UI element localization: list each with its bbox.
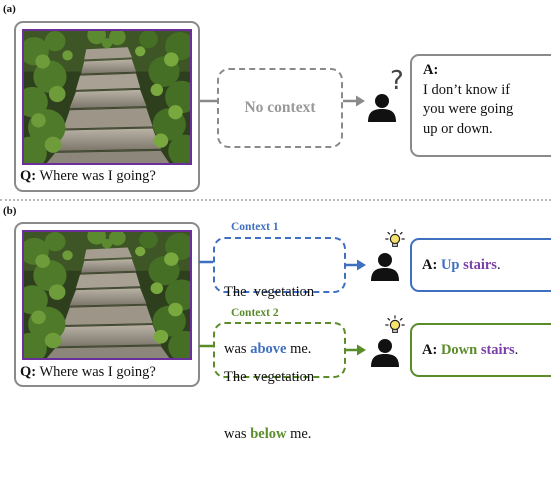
person-icon-b2 [370,338,400,368]
context-1-line-2: was above me. [224,341,312,357]
lightbulb-icon [385,315,405,335]
no-context-box: No context [217,68,343,148]
context-1-box: The vegetation was above me. [213,237,346,357]
answer-line-2: you were going [423,101,514,117]
arrow-context-1 [346,259,366,271]
image-card-a: Q: Where was I going? [14,21,200,192]
answer-text-b2: A: Down stairs. [422,342,519,358]
panel-divider [0,199,551,201]
no-context-label: No context [244,99,316,116]
arrow-a [343,95,365,107]
arrow-context-2 [346,344,366,356]
answer-prefix-a: A: [423,62,439,78]
context-1-highlight: above [250,341,287,357]
context-2-highlight: below [250,426,287,442]
question-text-b: Q: Where was I going? [20,364,156,380]
person-icon-a [367,93,397,123]
person-icon-b1 [370,252,400,282]
panel-a-label: (a) [3,3,16,15]
answer-box-b2: A: Down stairs. [410,323,551,377]
panel-b-label: (b) [3,205,17,217]
context-2-line-1: The vegetation [224,369,315,385]
context-1-title: Context 1 [231,221,279,233]
question-text-a: Q: Where was I going? [20,168,156,184]
answer-line-1: I don’t know if [423,81,511,98]
stairs-photo [22,29,192,165]
context-2-title: Context 2 [231,307,279,319]
context-1-line-1: The vegetation [224,284,315,300]
answer-box-b1: A: Up stairs. [410,238,551,292]
connector-line-a [199,99,217,103]
question-mark-icon: ? [390,66,404,96]
stairs-photo-b [22,230,192,360]
answer-text-b1: A: Up stairs. [422,257,501,273]
connector-lines-b [199,260,213,348]
lightbulb-icon [385,229,405,249]
context-2-line-2: was below me. [224,426,312,442]
image-card-b: Q: Where was I going? [14,222,200,387]
context-2-box: The vegetation was below me. [213,322,346,442]
answer-box-a: A: I don’t know if you were going up or … [410,54,551,157]
answer-line-3: up or down. [423,120,493,137]
